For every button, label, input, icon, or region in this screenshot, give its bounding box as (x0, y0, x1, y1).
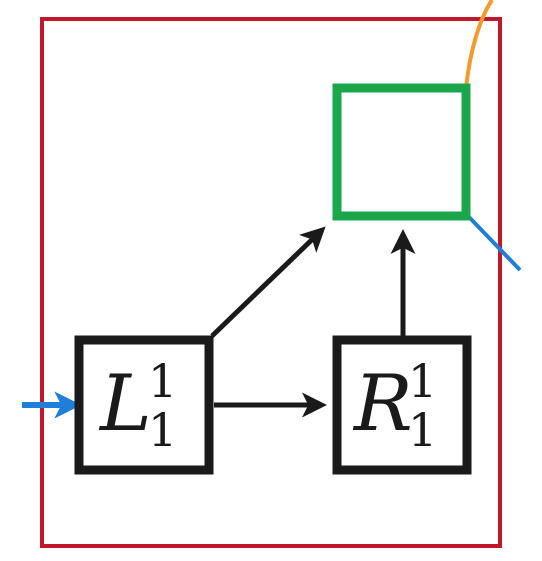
node-r-symbol: R (352, 359, 413, 449)
node-r-label: R 1 1 (352, 354, 437, 457)
edge-l-to-output (210, 226, 326, 338)
node-l-superscript: 1 (148, 354, 177, 408)
outgoing-edge-top (464, 0, 494, 89)
node-r-subscript: 1 (408, 403, 437, 457)
node-l-symbol: L (98, 359, 152, 449)
output-node (332, 83, 471, 221)
node-l-subscript: 1 (148, 403, 177, 457)
node-l-label: L 1 1 (98, 354, 177, 457)
node-r-superscript: 1 (408, 354, 437, 408)
node-l (74, 335, 214, 475)
node-r (332, 335, 472, 475)
module-frame (40, 17, 502, 548)
outgoing-edge-right (466, 214, 522, 272)
